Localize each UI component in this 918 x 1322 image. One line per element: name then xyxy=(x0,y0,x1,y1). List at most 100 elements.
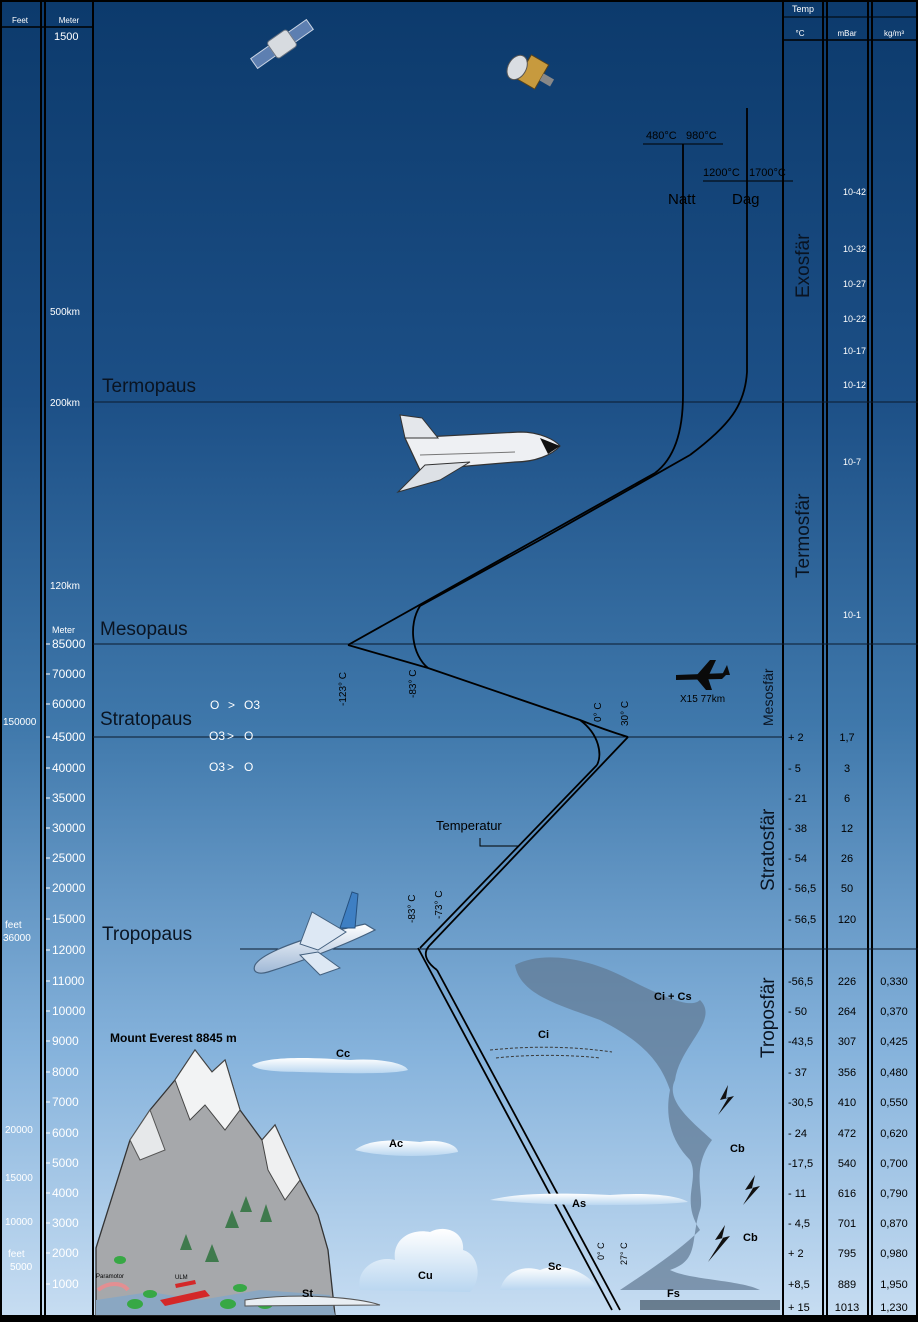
ozone-gt-3: > xyxy=(227,760,234,774)
exo-density-label: 10-27 xyxy=(843,279,866,289)
feet-header: Feet xyxy=(12,16,29,25)
pressure-cell: 50 xyxy=(841,883,853,895)
meter-tick-label: 25000 xyxy=(52,851,86,865)
meter-tick-label: 1000 xyxy=(52,1277,79,1291)
pressure-cell: 26 xyxy=(841,853,853,865)
density-header: kg/m³ xyxy=(884,29,904,38)
mesosfar-label: Mesosfär xyxy=(760,668,776,726)
meter-tick-label: 2000 xyxy=(52,1246,79,1260)
troposfar-label: Troposfär xyxy=(758,977,779,1058)
meter-tick-label: 9000 xyxy=(52,1034,79,1048)
meter-tick-label: 20000 xyxy=(52,881,86,895)
cloud-label-cb-1: Cb xyxy=(730,1143,745,1155)
pressure-cell: 3 xyxy=(844,763,850,775)
temp-cell: -56,5 xyxy=(788,976,813,988)
dag-temp-low: 1200°C xyxy=(703,167,740,179)
dag-curve xyxy=(689,108,748,456)
density-cell: 0,330 xyxy=(880,976,908,988)
pressure-cell: 616 xyxy=(838,1188,856,1200)
cloud-label-ci: Ci xyxy=(538,1029,549,1041)
cloud-label-fs: Fs xyxy=(667,1288,680,1300)
density-cell: 0,370 xyxy=(880,1006,908,1018)
exo-density-label: 10-22 xyxy=(843,314,866,324)
density-cell: 0,550 xyxy=(880,1097,908,1109)
airliner-icon xyxy=(253,891,377,976)
meter-ticks: 8500070000600004500040000350003000025000… xyxy=(46,637,86,1291)
temp-cell: -30,5 xyxy=(788,1097,813,1109)
ozone-o3-3: O3 xyxy=(209,760,225,774)
temp-header: Temp xyxy=(792,4,814,14)
density-cell: 0,790 xyxy=(880,1188,908,1200)
boundary-lines xyxy=(93,401,918,950)
temperature-curves xyxy=(347,108,793,1311)
thermo-curve-cool xyxy=(347,472,656,646)
temp-minus-83-meso: -83° C xyxy=(408,670,419,698)
temp-cell: - 24 xyxy=(788,1128,807,1140)
temp-cell: - 50 xyxy=(788,1006,807,1018)
density-cell: 0,980 xyxy=(880,1248,908,1260)
cloud-label-sc: Sc xyxy=(548,1261,561,1273)
meter-tick-label: 45000 xyxy=(52,730,86,744)
temp-cell: - 11 xyxy=(788,1188,806,1200)
everest-label: Mount Everest 8845 m xyxy=(110,1031,237,1045)
ulm-aircraft-icon xyxy=(160,1280,210,1306)
meter-tick-label: 10000 xyxy=(52,1004,86,1018)
density-cell: 1,950 xyxy=(880,1279,908,1291)
pressure-cell: 889 xyxy=(838,1279,856,1291)
celsius-header: °C xyxy=(796,29,805,38)
exo-density-label: 10-17 xyxy=(843,346,866,356)
temp-cell: -17,5 xyxy=(788,1158,813,1170)
meter-tick-label: 5000 xyxy=(52,1156,79,1170)
temp-30: 30° C xyxy=(620,701,631,726)
temp-cell: - 56,5 xyxy=(788,883,816,895)
density-cell: 0,620 xyxy=(880,1128,908,1140)
stratopaus-label: Stratopaus xyxy=(100,709,192,730)
meter-label-120km: 120km xyxy=(50,581,80,592)
exo-density-label: 10-42 xyxy=(843,187,866,197)
exo-density-label: 10-1 xyxy=(843,610,861,620)
feet-label-36000: 36000 xyxy=(3,933,31,944)
density-cell: 0,870 xyxy=(880,1218,908,1230)
cumulonimbus-cloud xyxy=(515,957,760,1290)
mesopaus-label: Mesopaus xyxy=(100,619,188,640)
feet-label-15000: 15000 xyxy=(5,1173,33,1184)
meter-tick-label: 7000 xyxy=(52,1095,79,1109)
temp-cell: + 2 xyxy=(788,1248,804,1260)
natt-curve xyxy=(654,144,684,474)
ozone-notation: O > O3 O3 > O O3 > O xyxy=(209,698,260,774)
ozone-o-3: O xyxy=(244,760,253,774)
temp-minus-123: -123° C xyxy=(338,672,349,706)
meso-curve-warm xyxy=(412,605,429,669)
ozone-o-2: O xyxy=(244,729,253,743)
temp-cell: - 54 xyxy=(788,853,807,865)
meter-header: Meter xyxy=(59,16,80,25)
temp-cell: -43,5 xyxy=(788,1036,813,1048)
meter-tick-label: 3000 xyxy=(52,1216,79,1230)
cirrus-cloud xyxy=(489,1046,613,1059)
temp-cell: + 15 xyxy=(788,1302,810,1314)
dag-label: Dag xyxy=(732,191,760,208)
temp-minus-83-tropo: -83° C xyxy=(407,895,418,923)
meter-tick-label: 70000 xyxy=(52,667,86,681)
pressure-cell: 307 xyxy=(838,1036,856,1048)
cloud-label-as: As xyxy=(572,1198,586,1210)
cloud-label-cc: Cc xyxy=(336,1048,350,1060)
ulm-label: ULM xyxy=(175,1275,188,1281)
meter-tick-label: 40000 xyxy=(52,761,86,775)
thermo-curve-hot xyxy=(419,454,691,607)
meter-tick-label: 12000 xyxy=(52,943,86,957)
meter-label-200km: 200km xyxy=(50,398,80,409)
temp-zero-ground: 0° C xyxy=(596,1242,606,1260)
ozone-o3-2: O3 xyxy=(209,729,225,743)
x15-label: X15 77km xyxy=(680,694,725,705)
pressure-cell: 410 xyxy=(838,1097,856,1109)
pressure-cell: 12 xyxy=(841,823,853,835)
mbar-header: mBar xyxy=(837,29,856,38)
meso-curve-cold xyxy=(347,644,429,669)
temp-cell: - 38 xyxy=(788,823,807,835)
pressure-cell: 120 xyxy=(838,914,856,926)
